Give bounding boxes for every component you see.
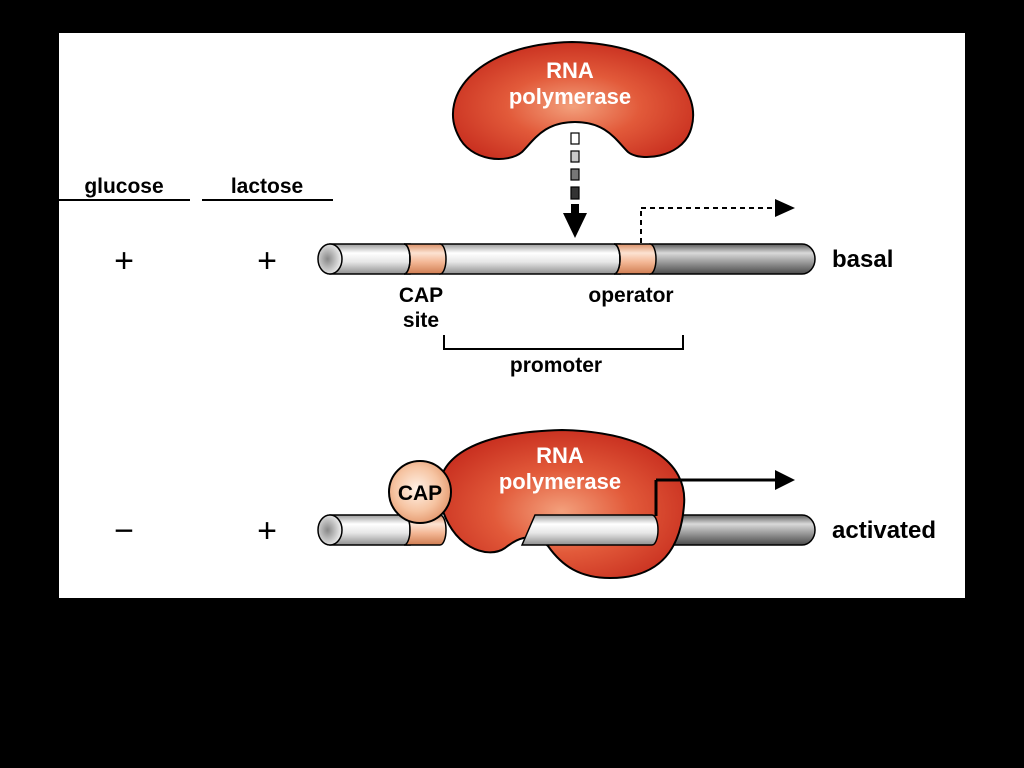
polymerase-label-line2: polymerase [509, 84, 631, 109]
bound-polymerase-label-line2: polymerase [499, 469, 621, 494]
promoter-bracket [443, 335, 684, 350]
lactose-header: lactose [231, 175, 303, 198]
basal-transcription-arrow [640, 199, 795, 243]
dna-activated-front [520, 514, 659, 546]
row1-glucose-sign: + [114, 242, 134, 280]
basal-state-label: basal [832, 246, 893, 273]
activated-transcription-arrow [654, 470, 795, 516]
binding-arrow [563, 132, 587, 238]
cap-site-label-line2: site [403, 309, 439, 332]
promoter-label: promoter [510, 354, 602, 377]
row1-lactose-sign: + [257, 242, 277, 280]
cap-protein-label: CAP [398, 482, 442, 505]
glucose-header: glucose [84, 175, 163, 198]
cap-protein: CAP [388, 460, 452, 524]
polymerase-label-line1: RNA [546, 58, 594, 83]
row2-glucose-sign: − [114, 512, 134, 550]
rna-polymerase-free: RNA polymerase [452, 40, 695, 160]
row2-lactose-sign: + [257, 512, 277, 550]
dna-basal [317, 243, 816, 275]
bound-polymerase-label-line1: RNA [536, 443, 584, 468]
activated-state-label: activated [832, 517, 936, 544]
cap-site-label-line1: CAP [399, 284, 443, 307]
operator-label: operator [588, 284, 673, 307]
dna-activated [317, 514, 816, 546]
